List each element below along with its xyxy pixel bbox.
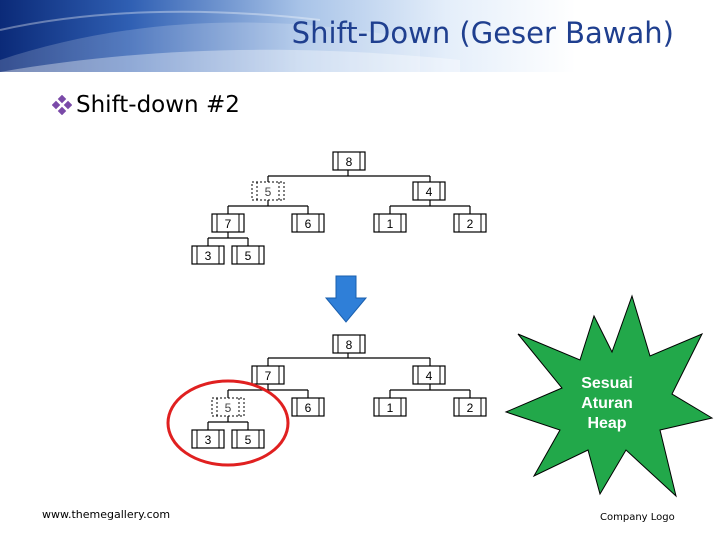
node-1: 1: [373, 397, 407, 417]
star-label-line-1: Sesuai: [581, 375, 633, 392]
node-7: 7: [211, 213, 245, 233]
node-2: 2: [453, 213, 487, 233]
star-label: Sesuai Aturan Heap: [560, 374, 654, 434]
node-5: 5: [231, 429, 265, 449]
node-value: 5: [245, 249, 252, 263]
node-5-dashed: 5: [211, 397, 245, 417]
node-value: 4: [426, 369, 433, 383]
node-3: 3: [191, 245, 225, 265]
node-value: 3: [205, 249, 212, 263]
node-8: 8: [332, 151, 366, 171]
node-2: 2: [453, 397, 487, 417]
node-value: 5: [265, 185, 272, 199]
slide-title: Shift-Down (Geser Bawah): [291, 16, 674, 50]
node-8: 8: [332, 334, 366, 354]
node-value: 4: [426, 185, 433, 199]
bullet-item: Shift-down #2: [52, 92, 240, 118]
node-value: 5: [225, 401, 232, 415]
star-label-line-3: Heap: [587, 415, 627, 432]
node-6: 6: [291, 397, 325, 417]
node-value: 7: [265, 369, 272, 383]
node-6: 6: [291, 213, 325, 233]
node-value: 1: [387, 401, 394, 415]
header-band: [0, 0, 720, 72]
node-value: 8: [346, 338, 353, 352]
node-value: 7: [225, 217, 232, 231]
node-4: 4: [412, 181, 446, 201]
node-7: 7: [251, 365, 285, 385]
node-value: 1: [387, 217, 394, 231]
footer-website: www.themegallery.com: [42, 508, 171, 521]
node-value: 8: [346, 155, 353, 169]
diamond-bullet-icon: [52, 95, 72, 115]
node-value: 5: [245, 433, 252, 447]
header-swoosh: [0, 10, 460, 72]
node-value: 6: [305, 217, 312, 231]
footer-company-logo: Company Logo: [600, 512, 675, 523]
node-value: 6: [305, 401, 312, 415]
node-5-dashed: 5: [251, 181, 285, 201]
node-3: 3: [191, 429, 225, 449]
bullet-text: Shift-down #2: [76, 92, 240, 118]
node-value: 3: [205, 433, 212, 447]
star-label-line-2: Aturan: [581, 395, 633, 412]
node-5: 5: [231, 245, 265, 265]
highlight-circle: [166, 379, 290, 467]
node-1: 1: [373, 213, 407, 233]
node-4: 4: [412, 365, 446, 385]
node-value: 2: [467, 217, 474, 231]
node-value: 2: [467, 401, 474, 415]
